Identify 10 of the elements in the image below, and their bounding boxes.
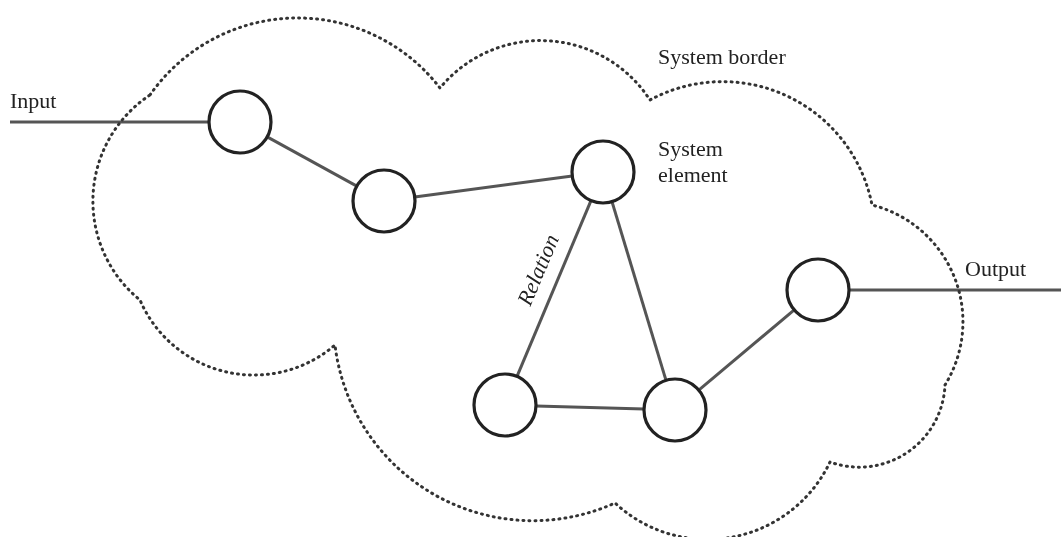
relation-line [610,201,668,381]
relation-line [697,308,796,392]
element-label: System element [658,136,729,188]
relation-line [849,288,1061,292]
edge-label: Output [965,256,1027,282]
relation-line [266,135,358,188]
system-border-label: System border [658,44,786,70]
edge-label: Input [10,88,57,114]
relation-line [10,120,209,124]
relation-line [515,200,593,377]
